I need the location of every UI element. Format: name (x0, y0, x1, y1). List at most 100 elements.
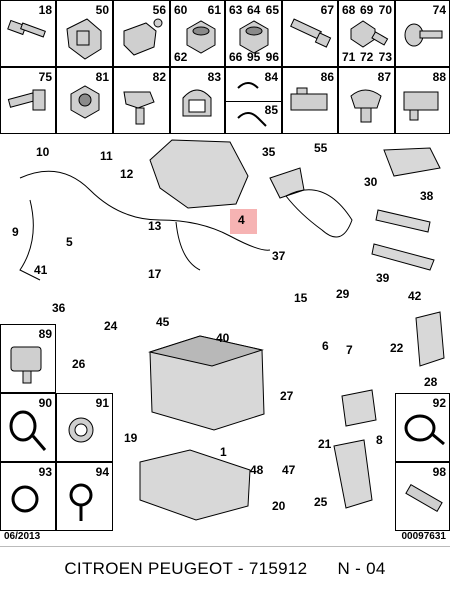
part-number: 82 (152, 70, 166, 84)
bracket-rail (371, 243, 435, 271)
part-number: 81 (95, 70, 109, 84)
callout-48: 48 (250, 463, 264, 477)
part-number: 75 (38, 70, 52, 84)
part-number: 90 (38, 396, 52, 410)
main-assembly-drawing (19, 139, 445, 521)
flange-bolt-icon (350, 20, 389, 48)
callout-29: 29 (336, 287, 350, 301)
cell-60-62: 60 61 62 (170, 0, 225, 67)
part-number: 66 (229, 50, 243, 64)
part-number: 91 (95, 396, 109, 410)
clamp-icon (182, 89, 212, 117)
part-number: 88 (432, 70, 446, 84)
cell-89: 89 (0, 324, 56, 393)
connector-icon (123, 18, 163, 56)
cell-84-85: 84 85 (225, 67, 282, 134)
callout-30: 30 (364, 175, 378, 189)
part-number: 72 (360, 50, 374, 64)
part-number: 74 (432, 3, 446, 17)
callout-47: 47 (282, 463, 296, 477)
part-number: 86 (320, 70, 334, 84)
part-number: 67 (320, 3, 334, 17)
highlight-box (230, 209, 257, 234)
part-number: 93 (38, 465, 52, 479)
screw-icon (404, 23, 443, 47)
bracket-35 (269, 167, 305, 199)
part-number: 70 (378, 3, 392, 17)
clip-8 (341, 389, 377, 427)
part-number: 96 (265, 50, 279, 64)
callout-37: 37 (272, 249, 286, 263)
part-number: 18 (38, 3, 52, 17)
support-25 (333, 439, 373, 509)
part-number: 50 (95, 3, 109, 17)
part-number: 62 (174, 50, 188, 64)
callout-25: 25 (314, 495, 328, 509)
cell-81: 81 (56, 67, 113, 134)
callout-22: 22 (390, 341, 404, 355)
callout-38: 38 (420, 189, 434, 203)
callout-11: 11 (100, 149, 113, 163)
clip-icon (123, 91, 155, 125)
callout-26: 26 (72, 357, 86, 371)
cell-63-96: 63 64 65 66 95 96 (225, 0, 282, 67)
callout-40: 40 (216, 331, 230, 345)
connector-icon (10, 346, 42, 384)
part-number: 71 (342, 50, 356, 64)
part-number: 56 (152, 3, 166, 17)
callout-8: 8 (376, 433, 383, 447)
cell-90: 90 (0, 393, 56, 462)
callout-20: 20 (272, 499, 286, 513)
relay-box (383, 147, 441, 177)
cell-75: 75 (0, 67, 56, 134)
callout-36: 36 (52, 301, 66, 315)
cell-86: 86 (282, 67, 338, 134)
callout-12: 12 (120, 167, 134, 181)
part-number: 87 (377, 70, 391, 84)
divider (226, 101, 281, 102)
harness-clip-icon (403, 91, 439, 121)
cell-91: 91 (56, 393, 113, 462)
callout-42: 42 (408, 289, 422, 303)
cell-56: 56 (113, 0, 170, 67)
nut-icon (186, 20, 216, 54)
cell-83: 83 (170, 67, 225, 134)
part-number: 61 (207, 3, 221, 17)
callout-4: 4 (238, 213, 245, 227)
callout-7: 7 (346, 343, 353, 357)
part-number: 83 (207, 70, 221, 84)
callout-13: 13 (148, 219, 162, 233)
strap-icon (9, 410, 47, 451)
callout-15: 15 (294, 291, 308, 305)
part-number: 68 (342, 3, 356, 17)
screw-icon (7, 19, 46, 38)
cell-93: 93 (0, 462, 56, 531)
reference-code: 00097631 (401, 531, 447, 542)
footer-text: CITROEN PEUGEOT - 715912 N - 04 (64, 559, 386, 578)
nut-icon (70, 85, 100, 119)
harness-clip-icon (290, 87, 328, 111)
wiring-harness (19, 170, 271, 251)
hose-clamp-icon (11, 485, 39, 513)
cell-87: 87 (338, 67, 395, 134)
part-number: 69 (360, 3, 374, 17)
parts-diagram: 18 50 56 60 61 62 63 64 65 66 95 96 6 (0, 0, 450, 542)
battery-tray (139, 449, 251, 521)
callout-5: 5 (66, 235, 73, 249)
bolt-icon (290, 18, 332, 48)
callout-21: 21 (318, 437, 332, 451)
cell-68-73: 68 69 70 71 72 73 (338, 0, 395, 67)
cell-50: 50 (56, 0, 113, 67)
callout-6: 6 (322, 339, 329, 353)
callout-24: 24 (104, 319, 118, 333)
callout-41: 41 (34, 263, 48, 277)
callout-19: 19 (124, 431, 138, 445)
cell-92: 92 (395, 393, 450, 462)
cell-94: 94 (56, 462, 113, 531)
footer-caption: CITROEN PEUGEOT - 715912 N - 04 (0, 546, 450, 591)
bracket-rail (375, 209, 431, 233)
part-number: 65 (265, 3, 279, 17)
callout-45: 45 (156, 315, 170, 329)
part-number: 92 (432, 396, 446, 410)
cell-82: 82 (113, 67, 170, 134)
